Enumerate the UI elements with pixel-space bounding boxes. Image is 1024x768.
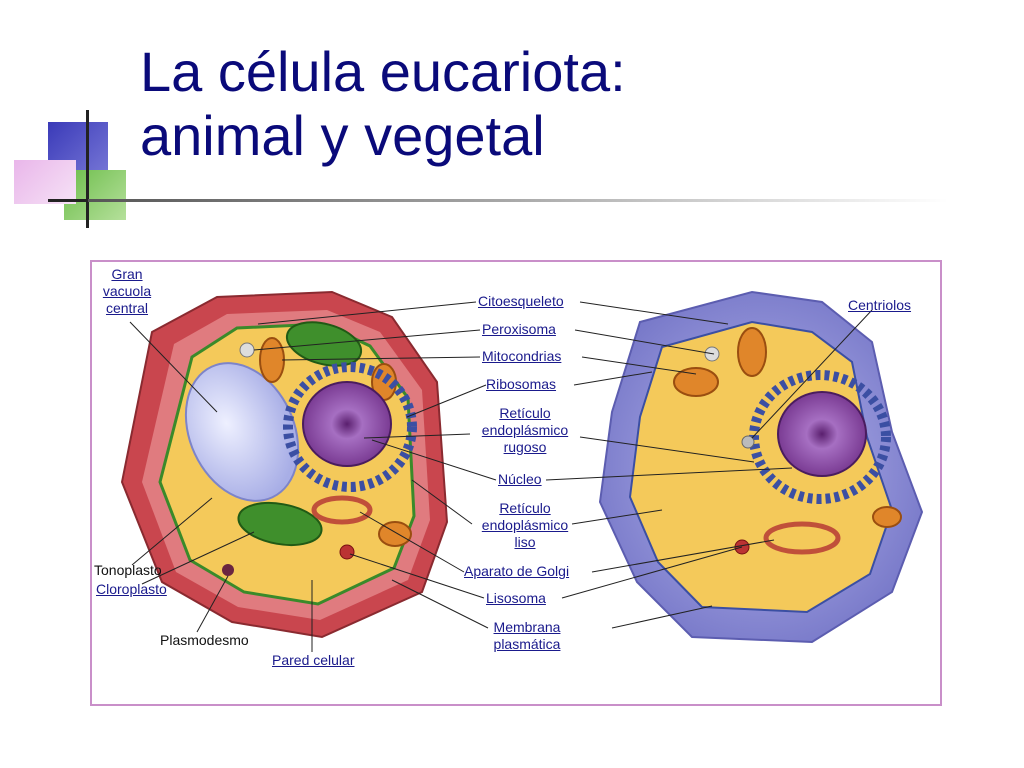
label-mitocondrias: Mitocondrias: [482, 348, 562, 364]
plant-nucleus: [302, 381, 392, 467]
label-membrana-plasmatica: Membrana plasmática: [493, 619, 561, 652]
title-line-2: animal y vegetal: [140, 104, 545, 167]
label-ribosomas: Ribosomas: [486, 376, 557, 392]
animal-cell: [598, 290, 924, 644]
animal-golgi: [763, 521, 841, 555]
deco-line-horizontal: [48, 199, 90, 202]
deco-square-pink: [14, 160, 76, 204]
label-pared-celular: Pared celular: [272, 652, 355, 668]
plant-plasmodesma: [222, 564, 234, 576]
plant-mitochondrion-1: [259, 337, 285, 383]
cell-illustrations: [120, 290, 924, 652]
plant-er-rough: [283, 362, 417, 492]
plant-chloroplast-bottom: [237, 501, 323, 547]
label-cloroplasto: Cloroplasto: [96, 581, 167, 597]
animal-mitochondrion-2: [673, 367, 719, 397]
label-reticulo-rugoso: Retículo endoplásmico rugoso: [481, 405, 569, 455]
deco-line-vertical: [86, 110, 89, 228]
leader-lines: [129, 301, 873, 652]
label-nucleo: Núcleo: [498, 471, 542, 487]
label-gran-vacuola-central: Gran vacuola central: [102, 266, 152, 316]
label-reticulo-liso: Retículo endoplásmico liso: [481, 500, 569, 550]
label-tonoplasto: Tonoplasto: [94, 562, 162, 578]
plant-golgi: [311, 495, 373, 525]
slide-title: La célula eucariota: animal y vegetal: [140, 40, 626, 168]
plant-lysosome: [339, 544, 355, 560]
title-underline: [88, 199, 948, 202]
animal-nucleus: [777, 391, 867, 477]
label-aparato-golgi: Aparato de Golgi: [464, 563, 570, 579]
cell-diagram-figure: Gran vacuola central Tonoplasto Cloropla…: [90, 260, 942, 706]
animal-mitochondrion-1: [737, 327, 767, 377]
plant-cell: [120, 290, 449, 639]
animal-mitochondrion-3: [872, 506, 902, 528]
label-lisosoma: Lisosoma: [486, 590, 546, 606]
label-peroxisoma: Peroxisoma: [482, 321, 556, 337]
title-line-1: La célula eucariota:: [140, 40, 626, 103]
label-plasmodesmo: Plasmodesmo: [160, 632, 249, 648]
label-centriolos: Centriolos: [848, 297, 912, 313]
animal-er-rough: [749, 370, 891, 504]
plant-peroxisome: [239, 342, 255, 358]
animal-centriole: [741, 435, 755, 449]
label-citoesqueleto: Citoesqueleto: [478, 293, 564, 309]
